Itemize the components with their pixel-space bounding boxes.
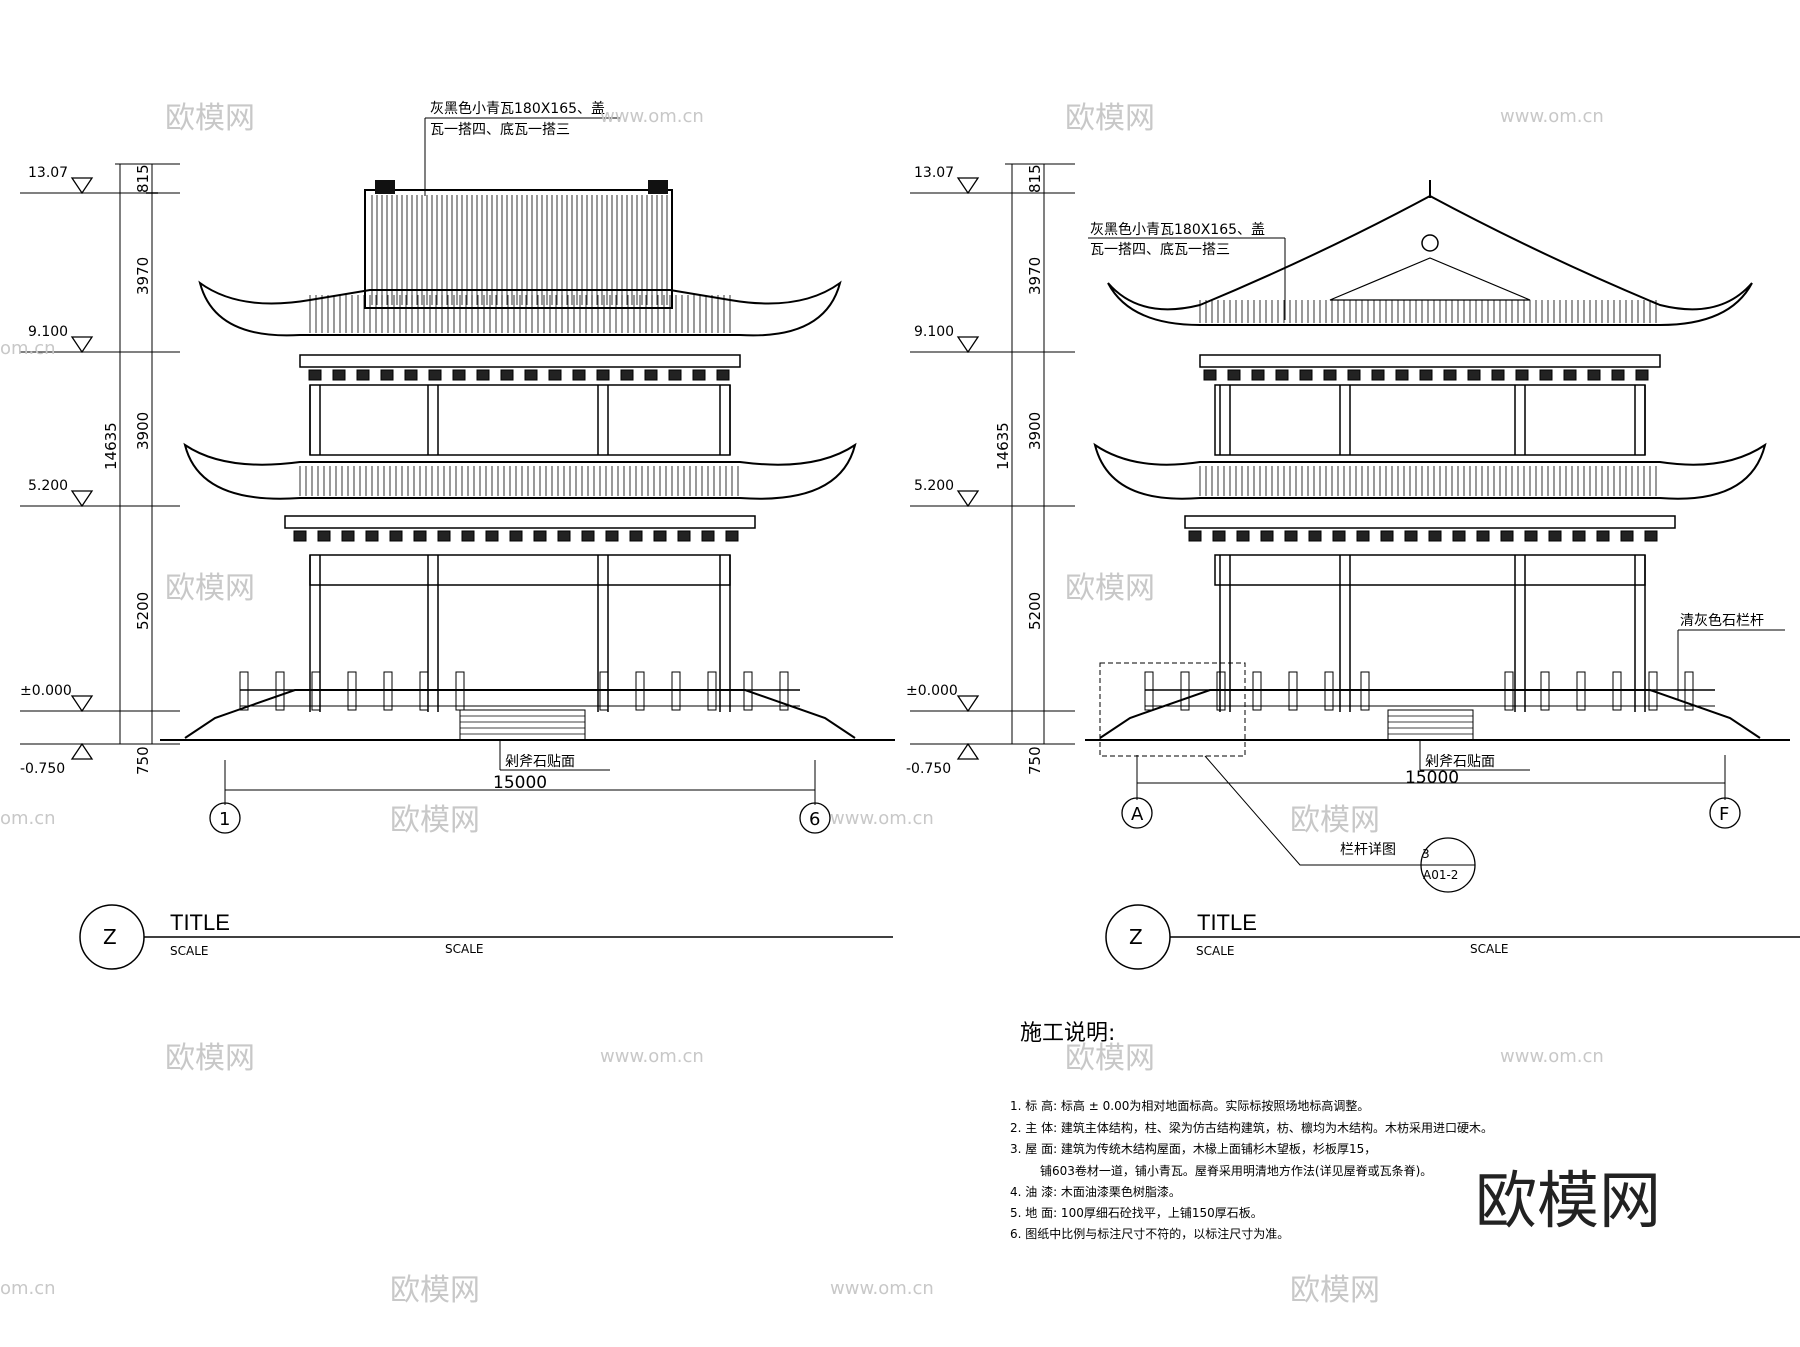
dim-5200: 5200 (134, 592, 152, 630)
watermark-site: www.om.cn (830, 1278, 934, 1299)
watermark-brand: 欧模网 (165, 571, 255, 606)
note-item-2: 2. 主 体: 建筑主体结构，柱、梁为仿古结构建筑，枋、檩均为木结构。木枋采用进… (1010, 1120, 1493, 1135)
title-symbol: Z (103, 925, 117, 949)
level-9-100: 9.100 (914, 324, 954, 340)
dim-3970: 3970 (134, 257, 152, 295)
watermark-brand: 欧模网 (390, 1273, 480, 1308)
level-minus-0-750: -0.750 (20, 761, 65, 777)
watermark-brand: 欧模网 (1065, 571, 1155, 606)
scale-label-1: SCALE (1196, 944, 1234, 958)
watermark-brand: 欧模网 (1290, 803, 1380, 838)
construction-notes: 施工说明: 1. 标 高: 标高 ± 0.00为相对地面标高。实际标按照场地标高… (1010, 1021, 1493, 1241)
watermark-brand: 欧模网 (165, 1041, 255, 1076)
level-13-07: 13.07 (28, 165, 68, 181)
level-9-100: 9.100 (28, 324, 68, 340)
level-minus-0-750: -0.750 (906, 761, 951, 777)
left-elevation: 13.07 9.100 5.200 ±0.000 -0.750 815 3970… (20, 100, 895, 970)
level-5-200: 5.200 (914, 478, 954, 494)
axis-A: A (1131, 804, 1144, 825)
watermark-site: www.om.cn (600, 1046, 704, 1067)
building-right (1085, 180, 1790, 741)
dim-3900: 3900 (134, 412, 152, 450)
watermark-brand: 欧模网 (165, 101, 255, 136)
watermark-site-fragment: om.cn (0, 1278, 56, 1299)
level-5-200: 5.200 (28, 478, 68, 494)
level-13-07: 13.07 (914, 165, 954, 181)
note-item-4: 4. 油 漆: 木面油漆栗色树脂漆。 (1010, 1184, 1181, 1199)
dim-3900: 3900 (1026, 412, 1044, 450)
dim-5200: 5200 (1026, 592, 1044, 630)
level-markers-right: 13.07 9.100 5.200 ±0.000 -0.750 (906, 165, 1075, 777)
watermark-brand: 欧模网 (390, 803, 480, 838)
dim-815: 815 (134, 164, 152, 193)
watermark-brand: 欧模网 (1065, 1041, 1155, 1076)
roof-note: 灰黑色小青瓦180X165、盖 瓦一搭四、底瓦一搭三 (424, 100, 620, 196)
dim-815: 815 (1026, 164, 1044, 193)
detail-label: 栏杆详图 (1340, 842, 1396, 858)
scale-label-2: SCALE (1470, 942, 1508, 956)
dim-750: 750 (134, 746, 152, 775)
axis-1: 1 (219, 809, 230, 830)
width-dimension: 15000 1 6 (209, 760, 831, 834)
roof-note-line2: 瓦一搭四、底瓦一搭三 (430, 122, 570, 138)
watermark-site-fragment: om.cn (0, 338, 56, 359)
watermark-site: www.om.cn (600, 106, 704, 127)
scale-label-1: SCALE (170, 944, 208, 958)
detail-number: 3 (1422, 847, 1430, 861)
axis-6: 6 (809, 809, 820, 830)
dim-750: 750 (1026, 746, 1044, 775)
title-text: TITLE (1197, 910, 1257, 935)
watermark-site-fragment: om.cn (0, 808, 56, 829)
base-note: 剁斧石贴面 (1425, 754, 1495, 770)
height-dimensions: 815 3970 3900 5200 750 14635 (102, 163, 180, 775)
watermark-site: www.om.cn (1500, 1046, 1604, 1067)
railing-note: 清灰色石栏杆 (1680, 612, 1764, 629)
roof-note-line1: 灰黑色小青瓦180X165、盖 (1090, 221, 1265, 238)
watermark-brand: 欧模网 (1065, 101, 1155, 136)
title-block-right: Z TITLE SCALE SCALE (1105, 904, 1800, 970)
note-item-1: 1. 标 高: 标高 ± 0.00为相对地面标高。实际标按照场地标高调整。 (1010, 1098, 1369, 1113)
watermarks: 欧模网 www.om.cn 欧模网 www.om.cn 欧模网 欧模网 欧模网 … (0, 101, 1661, 1308)
watermark-brand: 欧模网 (1290, 1273, 1380, 1308)
right-elevation: 13.07 9.100 5.200 ±0.000 -0.750 815 3970… (906, 163, 1800, 970)
roof-note-line1: 灰黑色小青瓦180X165、盖 (430, 100, 605, 117)
watermark-site: www.om.cn (830, 808, 934, 829)
base-note: 剁斧石贴面 (505, 754, 575, 770)
width-dimension-right: 15000 A F (1121, 755, 1741, 829)
note-item-6: 6. 图纸中比例与标注尺寸不符的，以标注尺寸为准。 (1010, 1226, 1289, 1241)
scale-label-2: SCALE (445, 942, 483, 956)
note-item-5: 5. 地 面: 100厚细石砼找平，上铺150厚石板。 (1010, 1206, 1263, 1220)
building-left (160, 180, 895, 741)
dim-3970: 3970 (1026, 257, 1044, 295)
note-item-3: 3. 屋 面: 建筑为传统木结构屋面，木椽上面铺杉木望板，杉板厚15， (1010, 1141, 1376, 1156)
height-dimensions-right: 815 3970 3900 5200 750 14635 (994, 163, 1075, 775)
roof-note-right: 灰黑色小青瓦180X165、盖 瓦一搭四、底瓦一搭三 (1088, 221, 1286, 320)
dim-14635: 14635 (994, 422, 1012, 470)
level-markers: 13.07 9.100 5.200 ±0.000 -0.750 (20, 165, 180, 777)
roof-note-line2: 瓦一搭四、底瓦一搭三 (1090, 242, 1230, 258)
title-symbol: Z (1129, 925, 1143, 949)
notes-heading: 施工说明: (1020, 1021, 1115, 1046)
dim-14635: 14635 (102, 422, 120, 470)
level-0-000: ±0.000 (20, 683, 72, 699)
note-item-3b: 铺603卷材一道，铺小青瓦。屋脊采用明清地方作法(详见屋脊或瓦条脊)。 (1040, 1163, 1432, 1178)
title-text: TITLE (170, 910, 230, 935)
width-15000: 15000 (1405, 768, 1459, 788)
axis-F: F (1719, 804, 1729, 825)
watermark-site: www.om.cn (1500, 106, 1604, 127)
width-15000: 15000 (493, 773, 547, 793)
level-0-000: ±0.000 (906, 683, 958, 699)
detail-sheet: A01-2 (1423, 868, 1458, 882)
brand-logo: 欧模网 (1475, 1164, 1661, 1237)
title-block-left: Z TITLE SCALE SCALE (79, 904, 893, 970)
